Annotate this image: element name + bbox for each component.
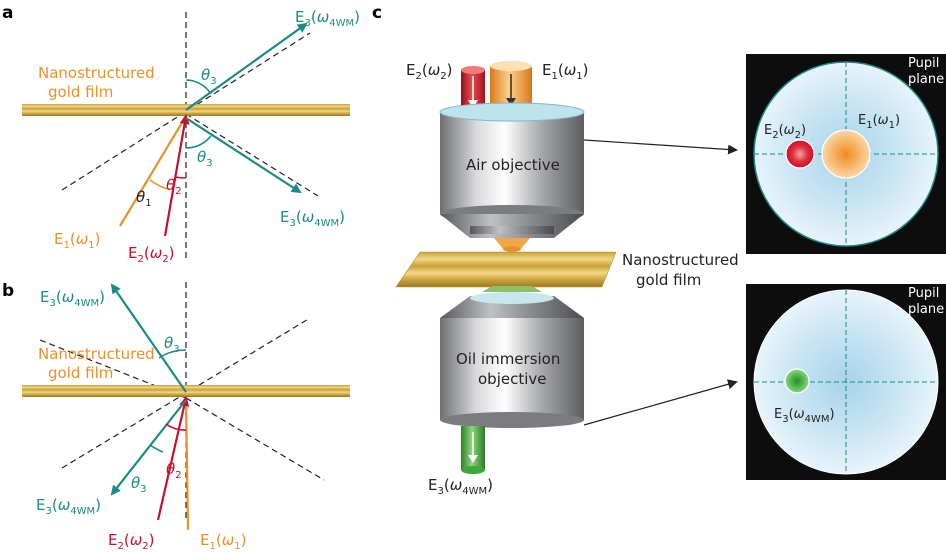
panel-a: a Nanostructured gold film θ3 θ3 θ1 θ2 E… [2, 3, 360, 265]
theta2-arc-a [174, 176, 187, 179]
oil-objective-label-2: objective [478, 370, 547, 388]
e3-reflected-label-a: E3(ω4WM) [295, 8, 360, 29]
theta3-arc-lower-b [149, 444, 164, 453]
panel-b-letter: b [2, 281, 14, 301]
theta3-label-upper-a: θ3 [201, 66, 217, 87]
e2-beam-b [156, 396, 190, 521]
theta3-label-lower-a: θ3 [197, 148, 213, 169]
pupil-plane-top [746, 54, 946, 254]
e3-output-beam [461, 426, 485, 474]
air-objective [439, 102, 585, 252]
e3-lower-beam-b [110, 399, 187, 496]
panel-c-letter: c [372, 3, 382, 23]
e2-spot-top [785, 139, 815, 169]
air-objective-label: Air objective [466, 156, 560, 174]
theta3-arc-upper-a [185, 79, 212, 95]
e3-reflected-beam-a [185, 22, 308, 111]
theta2-label-b: θ2 [166, 460, 182, 481]
e2-label-a: E2(ω2) [128, 244, 175, 265]
arrow-to-pupil-top [583, 139, 738, 155]
theta2-label-a: θ2 [166, 176, 182, 197]
e1-label-a: E1(ω1) [54, 230, 101, 251]
e1-label-b: E1(ω1) [200, 531, 247, 552]
pupil-top-label-1: Pupil [908, 56, 939, 71]
e2-beam-a [163, 114, 190, 237]
e3-spot-bottom [784, 368, 810, 394]
pupil-bottom-label-1: Pupil [908, 286, 939, 301]
oil-objective [440, 286, 584, 428]
theta3-arc-lower-a [185, 135, 212, 149]
e1-beam-label-c: E1(ω1) [542, 61, 589, 82]
dashed-diagonal-1 [61, 32, 311, 191]
e3-upper-label-b: E3(ω4WM) [40, 288, 105, 309]
dashed-diagonal-b-3 [185, 397, 325, 481]
e3-beam-label-c: E3(ω4WM) [428, 476, 493, 497]
film-label-a-2: gold film [48, 83, 113, 101]
arrow-to-pupil-bottom [583, 379, 738, 426]
film-label-b-2: gold film [48, 364, 113, 382]
theta1-label-a: θ1 [136, 188, 152, 209]
e2-beam-label-c: E2(ω2) [406, 61, 453, 82]
pupil-top-label-2: plane [908, 72, 944, 87]
panel-a-letter: a [2, 3, 13, 23]
film-label-a-1: Nanostructured [38, 64, 155, 82]
panel-b: b Nanostructured gold film θ3 θ3 θ2 E3(ω… [2, 281, 350, 552]
e1-beam-b [184, 397, 190, 531]
oil-objective-label-1: Oil immersion [456, 350, 560, 368]
theta1-arc-a [149, 179, 168, 190]
theta3-label-upper-b: θ3 [164, 334, 180, 355]
pupil-bottom-label-2: plane [908, 302, 944, 317]
pupil-top-e2-label: E2(ω2) [764, 123, 806, 141]
e3-transmitted-beam-a [185, 117, 302, 194]
film-label-b-1: Nanostructured [38, 345, 155, 363]
e3-lower-label-b: E3(ω4WM) [36, 496, 101, 517]
film-label-c-1: Nanostructured [622, 251, 739, 269]
pupil-plane-bottom [746, 284, 946, 480]
e1-spot-top [821, 129, 871, 179]
pupil-top-e1-label: E1(ω1) [858, 113, 900, 131]
gold-film-c [395, 251, 617, 288]
theta3-label-lower-b: θ3 [131, 474, 147, 495]
film-label-c-2: gold film [636, 271, 701, 289]
e3-transmitted-label-a: E3(ω4WM) [280, 208, 345, 229]
panel-c: c Air objective Nanostructured [372, 3, 946, 497]
e2-label-b: E2(ω2) [108, 531, 155, 552]
theta3-arc-upper-b [158, 349, 187, 359]
e1-beam-a [119, 115, 187, 227]
e3-upper-beam-b [110, 283, 187, 393]
theta2-arc-b [165, 423, 187, 431]
pupil-bottom-e3-label: E3(ω4WM) [774, 407, 835, 425]
dashed-diagonal-2 [185, 113, 319, 197]
